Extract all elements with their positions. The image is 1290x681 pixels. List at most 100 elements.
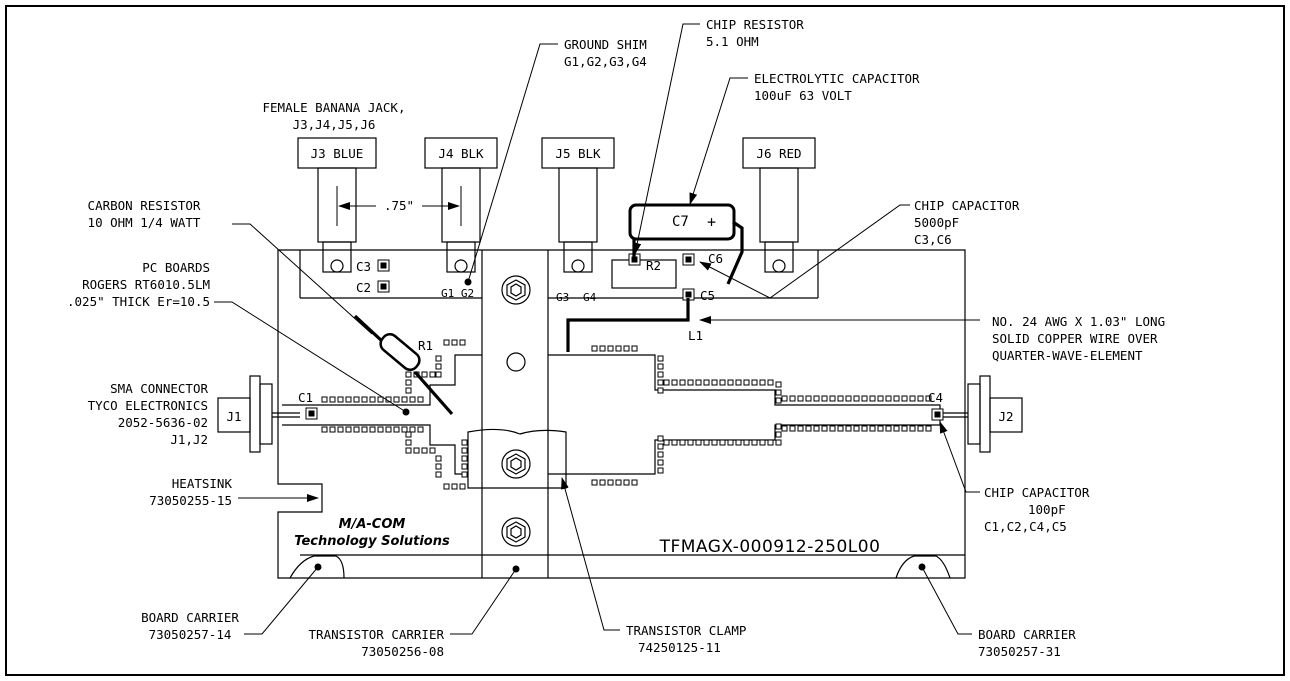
pad (607, 479, 614, 486)
board-carrier-tab-right (895, 555, 951, 579)
pad (869, 395, 876, 402)
pad (805, 395, 812, 402)
svg-text:NO. 24 AWG X 1.03" LONG: NO. 24 AWG X 1.03" LONG (992, 314, 1165, 329)
svg-text:C3: C3 (356, 259, 371, 274)
pad (813, 395, 820, 402)
pad (917, 425, 924, 432)
microstrip-pads (321, 339, 932, 490)
pad (885, 395, 892, 402)
pad (853, 395, 860, 402)
pad (657, 459, 664, 466)
pad (775, 389, 782, 396)
chip-capacitor-c2: C2 (356, 280, 390, 295)
pad (361, 396, 368, 403)
svg-text:74250125-11: 74250125-11 (638, 640, 721, 655)
svg-text:TYCO ELECTRONICS: TYCO ELECTRONICS (88, 398, 208, 413)
pad (781, 395, 788, 402)
pad (797, 395, 804, 402)
pad (775, 431, 782, 438)
pad (329, 426, 336, 433)
pad (837, 425, 844, 432)
pad (345, 396, 352, 403)
pad (417, 426, 424, 433)
svg-text:J1,J2: J1,J2 (170, 432, 208, 447)
pad (337, 426, 344, 433)
screw-icon-bottom (501, 517, 531, 547)
pad (877, 395, 884, 402)
svg-text:PC BOARDS: PC BOARDS (142, 260, 210, 275)
pad (405, 439, 412, 446)
pad (663, 379, 670, 386)
pad (821, 395, 828, 402)
pad (405, 431, 412, 438)
pad (893, 425, 900, 432)
callout-banana-jack: FEMALE BANANA JACK, J3,J4,J5,J6 (263, 100, 406, 132)
pad (405, 379, 412, 386)
pad (321, 426, 328, 433)
pad (623, 345, 630, 352)
pad (435, 355, 442, 362)
pad (861, 395, 868, 402)
callout-electrolytic-capacitor: ELECTROLYTIC CAPACITOR 100uF 63 VOLT (754, 71, 920, 103)
pad (385, 426, 392, 433)
pad (775, 439, 782, 446)
svg-text:5.1 OHM: 5.1 OHM (706, 34, 759, 49)
pad (789, 425, 796, 432)
pad (901, 425, 908, 432)
svg-text:G1,G2,G3,G4: G1,G2,G3,G4 (564, 54, 647, 69)
jack-j4-label: J4 BLK (438, 146, 484, 161)
pad (435, 371, 442, 378)
pad (353, 396, 360, 403)
pad (657, 379, 664, 386)
pad (607, 345, 614, 352)
pad (615, 345, 622, 352)
pad (719, 379, 726, 386)
pad (727, 439, 734, 446)
pad (925, 395, 932, 402)
callout-transistor-carrier: TRANSISTOR CARRIER 73050256-08 (309, 627, 445, 659)
pad (813, 425, 820, 432)
callout-transistor-clamp: TRANSISTOR CLAMP 74250125-11 (626, 623, 746, 655)
sma-connector-j2: J2 (942, 375, 1023, 453)
pad (405, 447, 412, 454)
pad (591, 345, 598, 352)
pad (719, 439, 726, 446)
svg-text:GROUND SHIM: GROUND SHIM (564, 37, 647, 52)
jack-j3-label: J3 BLUE (311, 146, 364, 161)
pad (591, 479, 598, 486)
pad (615, 479, 622, 486)
pad (461, 447, 468, 454)
pad (837, 395, 844, 402)
pad (679, 439, 686, 446)
svg-text:2052-5636-02: 2052-5636-02 (118, 415, 208, 430)
pad (671, 439, 678, 446)
g4-label: G4 (583, 291, 597, 304)
pad (845, 425, 852, 432)
callout-heatsink: HEATSINK 73050255-15 (149, 476, 232, 508)
banana-jack-j4: J4 BLK (424, 137, 498, 273)
j1-label: J1 (226, 409, 241, 424)
banana-jack-j5: J5 BLK (541, 137, 615, 273)
svg-text:73050255-15: 73050255-15 (149, 493, 232, 508)
pad (461, 471, 468, 478)
pad (695, 439, 702, 446)
pad (401, 426, 408, 433)
g1-g2-label: G1 G2 (441, 287, 474, 300)
banana-jack-j6: J6 RED (742, 137, 816, 273)
pad (735, 439, 742, 446)
svg-text:100uF 63 VOLT: 100uF 63 VOLT (754, 88, 852, 103)
pad (393, 396, 400, 403)
pad (369, 426, 376, 433)
pad (657, 435, 664, 442)
g3-label: G3 (556, 291, 569, 304)
pad (695, 379, 702, 386)
pad (657, 443, 664, 450)
pad (413, 447, 420, 454)
company-name: M/A-COM (339, 517, 406, 532)
pad (711, 379, 718, 386)
pad (459, 483, 466, 490)
pad (657, 371, 664, 378)
pad (435, 471, 442, 478)
callout-carbon-resistor: CARBON RESISTOR 10 OHM 1/4 WATT (88, 198, 201, 230)
